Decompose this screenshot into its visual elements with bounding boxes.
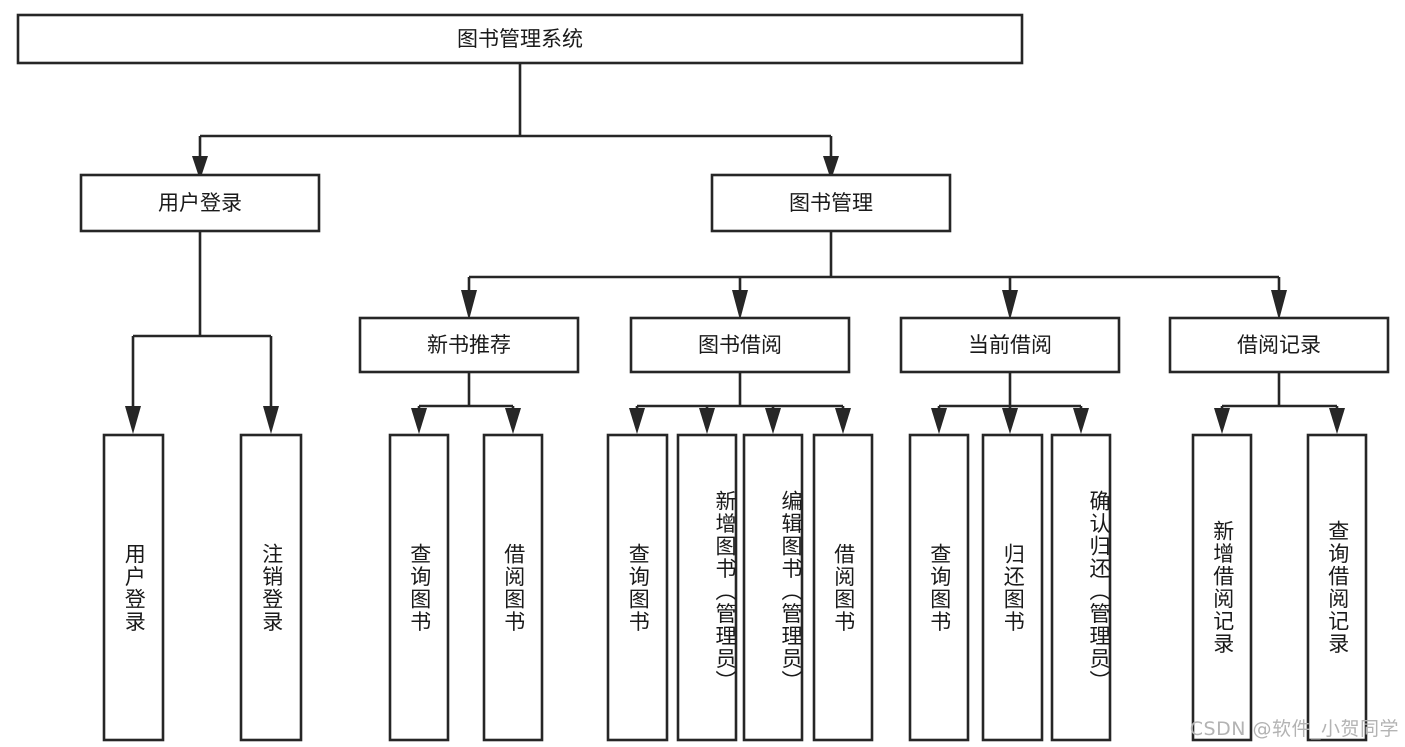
arrowhead-leaf-query-book-3 (931, 408, 947, 434)
arrowhead-user-login (192, 156, 208, 180)
arrowhead-current-borrow (1002, 290, 1018, 320)
node-book-management-label: 图书管理 (789, 191, 873, 215)
arrowhead-leaf-query-record (1329, 408, 1345, 434)
arrowhead-leaf-add-record (1214, 408, 1230, 434)
node-current-borrow-label: 当前借阅 (968, 333, 1052, 357)
node-leaf-query-book-3[interactable] (908, 433, 970, 742)
arrowhead-leaf-return-book (1002, 408, 1018, 434)
arrowhead-book-borrow (732, 290, 748, 320)
arrowhead-leaf-query-book-2 (629, 408, 645, 434)
arrowhead-leaf-query-book-1 (411, 408, 427, 434)
csdn-watermark: CSDN @软件_小贺同学 (1189, 718, 1399, 740)
node-leaf-edit-book[interactable] (742, 433, 804, 742)
node-leaf-add-record[interactable] (1191, 433, 1253, 742)
node-book-borrow-label: 图书借阅 (698, 333, 782, 357)
connector-layer (125, 63, 1345, 434)
node-leaf-borrow-book-1[interactable] (482, 433, 544, 742)
arrowhead-leaf-user-logout (263, 406, 279, 434)
node-leaf-query-record[interactable] (1306, 433, 1368, 742)
arrowhead-leaf-borrow-book-1 (505, 408, 521, 434)
arrowhead-leaf-edit-book (765, 408, 781, 434)
node-book-borrow[interactable] (629, 316, 851, 374)
node-root[interactable] (16, 13, 1024, 65)
node-layer: 图书管理系统 用户登录 图书管理 新书推荐 图书借阅 当前借阅 借阅记录 (16, 13, 1390, 742)
arrowhead-leaf-borrow-book-2 (835, 408, 851, 434)
node-user-login[interactable] (79, 173, 321, 233)
node-leaf-query-book-2[interactable] (606, 433, 669, 742)
node-current-borrow[interactable] (899, 316, 1121, 374)
arrowhead-leaf-confirm-return (1073, 408, 1089, 434)
node-new-book-recommend-label: 新书推荐 (427, 333, 511, 357)
arrowhead-book-management (823, 156, 839, 180)
node-leaf-confirm-return[interactable] (1050, 433, 1112, 742)
arrowhead-new-book-recommend (461, 290, 477, 320)
node-leaf-user-login[interactable] (102, 433, 165, 742)
arrowhead-leaf-user-login (125, 406, 141, 434)
arrowhead-borrow-record (1271, 290, 1287, 320)
node-new-book-recommend[interactable] (358, 316, 580, 374)
node-borrow-record[interactable] (1168, 316, 1390, 374)
node-root-label: 图书管理系统 (457, 27, 583, 51)
node-leaf-return-book[interactable] (981, 433, 1044, 742)
node-leaf-user-logout[interactable] (239, 433, 303, 742)
node-leaf-query-book-1[interactable] (388, 433, 450, 742)
node-leaf-borrow-book-2[interactable] (812, 433, 874, 742)
node-book-management[interactable] (710, 173, 952, 233)
node-user-login-label: 用户登录 (158, 191, 242, 215)
arrowhead-leaf-add-book (699, 408, 715, 434)
node-borrow-record-label: 借阅记录 (1237, 333, 1321, 357)
node-leaf-add-book[interactable] (676, 433, 738, 742)
